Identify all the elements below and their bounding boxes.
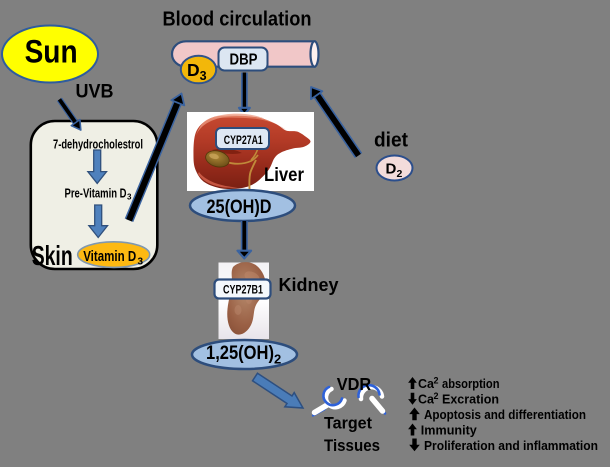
svg-text:2: 2 [397,168,403,180]
svg-text:Ca: Ca [418,393,435,407]
svg-text:7-dehydrocholestrol: 7-dehydrocholestrol [53,137,143,151]
svg-text:3: 3 [138,257,144,268]
svg-text:absorption: absorption [442,377,500,391]
svg-text:Excration: Excration [442,393,499,407]
svg-text:UVB: UVB [76,81,114,103]
svg-text:diet: diet [374,130,408,152]
svg-text:2: 2 [274,352,281,367]
svg-text:3: 3 [127,193,132,202]
svg-text:Ca: Ca [418,377,435,391]
svg-text:2: 2 [434,376,439,386]
svg-text:Immunity: Immunity [421,424,477,438]
svg-text:Target: Target [324,415,372,433]
svg-text:2: 2 [434,391,439,401]
svg-text:Tissues: Tissues [324,437,380,455]
svg-text:CYP27A1: CYP27A1 [224,135,263,147]
svg-text:25(OH)D: 25(OH)D [207,197,272,218]
svg-text:Sun: Sun [25,34,78,70]
svg-text:Kidney: Kidney [279,275,339,295]
svg-text:CYP27B1: CYP27B1 [223,285,263,297]
svg-text:D: D [386,161,397,178]
svg-text:Apoptosis and differentiation: Apoptosis and differentiation [424,408,586,422]
svg-text:Skin: Skin [32,240,73,271]
svg-text:Blood circulation: Blood circulation [163,9,312,31]
svg-text:DBP: DBP [230,52,258,69]
svg-text:Liver: Liver [264,165,305,186]
svg-text:Proliferation and inflammation: Proliferation and inflammation [424,439,598,453]
svg-text:Pre-Vitamin D: Pre-Vitamin D [65,187,127,201]
svg-text:VDR: VDR [337,374,372,394]
svg-text:1,25(OH): 1,25(OH) [206,343,274,364]
svg-text:Vitamin D: Vitamin D [83,248,136,265]
